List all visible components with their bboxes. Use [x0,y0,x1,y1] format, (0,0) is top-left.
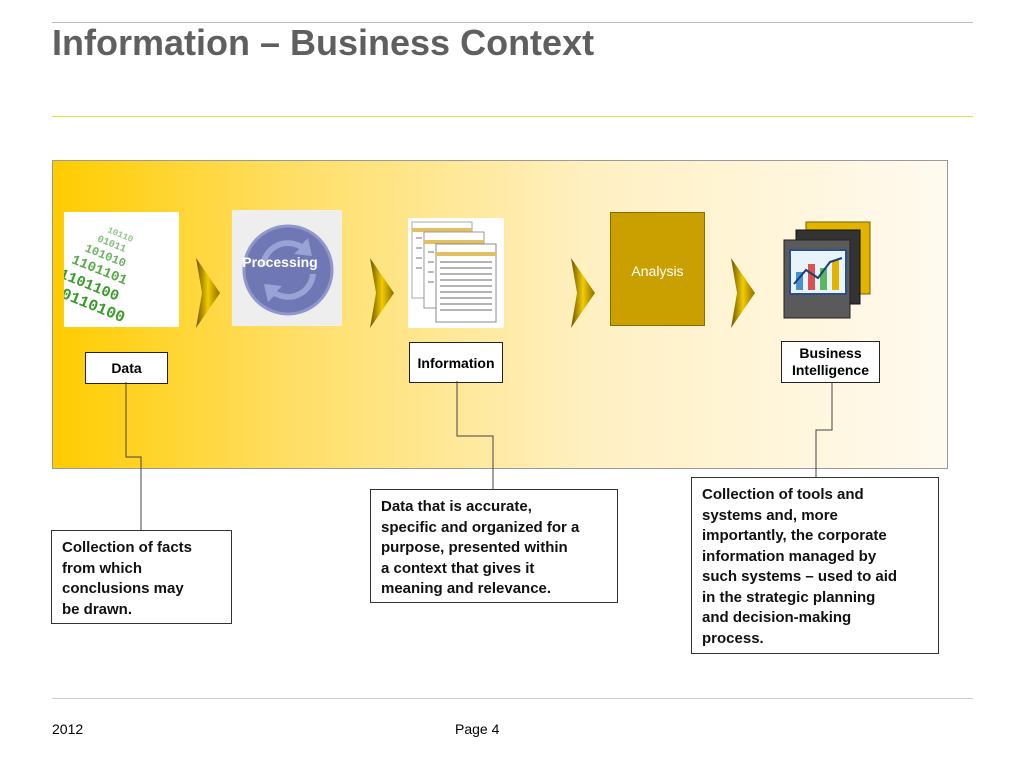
processing-label: Processing [242,254,318,270]
description-line: Data that is accurate, [381,498,532,515]
flow-arrow-icon [370,258,394,328]
binary-data-image: 10110 01011 101010 1101101 1101100 11011… [64,212,179,327]
description-line: a context that gives it [381,559,535,577]
flow-arrow-icon [196,258,220,328]
analysis-box: Analysis [610,212,705,326]
information-description: Data that is accurate, specific and orga… [370,489,618,603]
description-line: Collection of facts [62,539,193,556]
description-line: and decision-making [702,609,852,626]
footer-page-number: Page 4 [455,721,500,737]
footer-year: 2012 [52,721,84,737]
bar-chart-icon [783,221,871,319]
bi-chart-image [782,220,872,320]
data-description: Collection of facts from which conclusio… [51,530,232,624]
description-line: specific and organized for a [381,518,580,536]
description-line: such systems – used to aid [702,568,898,585]
information-documents-image [408,218,504,328]
slide-title: Information – Business Context [52,22,595,63]
description-line: Collection of tools and [702,486,864,503]
processing-image: Processing [232,210,342,326]
footer-rule [52,698,973,699]
description-line: systems and, more [702,506,838,524]
flow-arrow-icon [571,258,595,328]
description-line: purpose, presented within [381,539,568,556]
description-line: meaning and relevance. [381,580,552,597]
description-line: information managed by [702,547,877,565]
description-line: be drawn. [62,600,133,618]
description-line: from which [62,559,143,577]
bi-label-box: Business Intelligence [781,341,880,383]
title-underline [52,116,973,117]
information-label-box: Information [409,342,503,383]
bi-description: Collection of tools and systems and, mor… [691,477,939,654]
description-line: conclusions may [62,580,184,597]
description-line: importantly, the corporate [702,527,887,544]
report-pages-icon [411,221,497,323]
bi-label-line2: Intelligence [791,362,870,378]
binary-digits-graphic: 10110 01011 101010 1101101 1101100 11011… [64,226,135,327]
description-line: process. [702,629,764,647]
flow-arrow-icon [731,258,755,328]
analysis-label: Analysis [631,263,684,279]
information-label: Information [417,354,495,371]
bi-label-line1: Business [799,345,862,361]
top-rule [52,22,973,23]
processing-cycle-icon [242,224,334,316]
data-label: Data [111,360,142,376]
description-line: in the strategic planning [702,588,876,606]
